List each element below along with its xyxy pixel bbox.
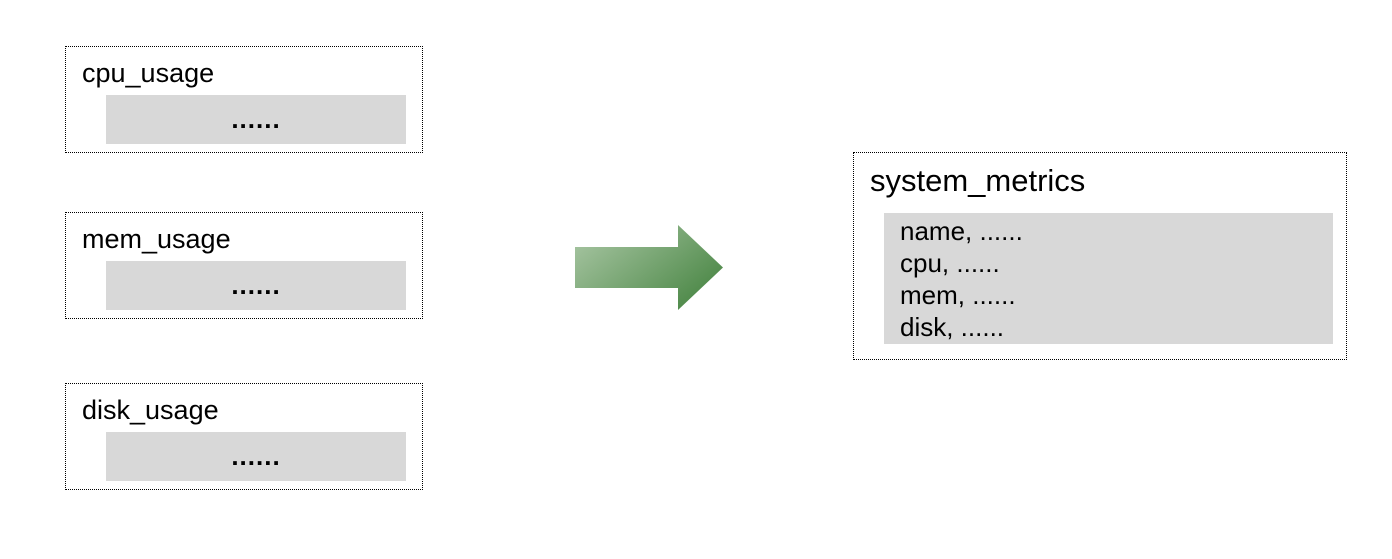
source-table-title: cpu_usage	[82, 58, 215, 88]
source-table-mem-usage: mem_usage ......	[65, 212, 423, 319]
result-table-row: disk, ......	[900, 311, 1005, 342]
source-table-title: mem_usage	[82, 224, 231, 254]
source-table-data-bar: ......	[106, 95, 406, 144]
merge-arrow	[575, 225, 723, 310]
source-table-title: disk_usage	[82, 395, 219, 425]
source-table-disk-usage: disk_usage ......	[65, 383, 423, 490]
ellipsis-placeholder: ......	[231, 270, 281, 300]
result-table-system-metrics: system_metrics name, ...... cpu, ...... …	[853, 152, 1347, 360]
result-table-title: system_metrics	[870, 163, 1086, 198]
ellipsis-placeholder: ......	[231, 441, 281, 471]
arrow-right-icon	[575, 225, 723, 310]
result-table-columns-panel: name, ...... cpu, ...... mem, ...... dis…	[884, 213, 1333, 344]
source-table-data-bar: ......	[106, 261, 406, 310]
result-table-row: mem, ......	[900, 279, 1016, 310]
result-table-row: cpu, ......	[900, 247, 1000, 278]
result-table-row: name, ......	[900, 215, 1023, 246]
source-table-data-bar: ......	[106, 432, 406, 481]
ellipsis-placeholder: ......	[231, 104, 281, 134]
source-table-cpu-usage: cpu_usage ......	[65, 46, 423, 153]
